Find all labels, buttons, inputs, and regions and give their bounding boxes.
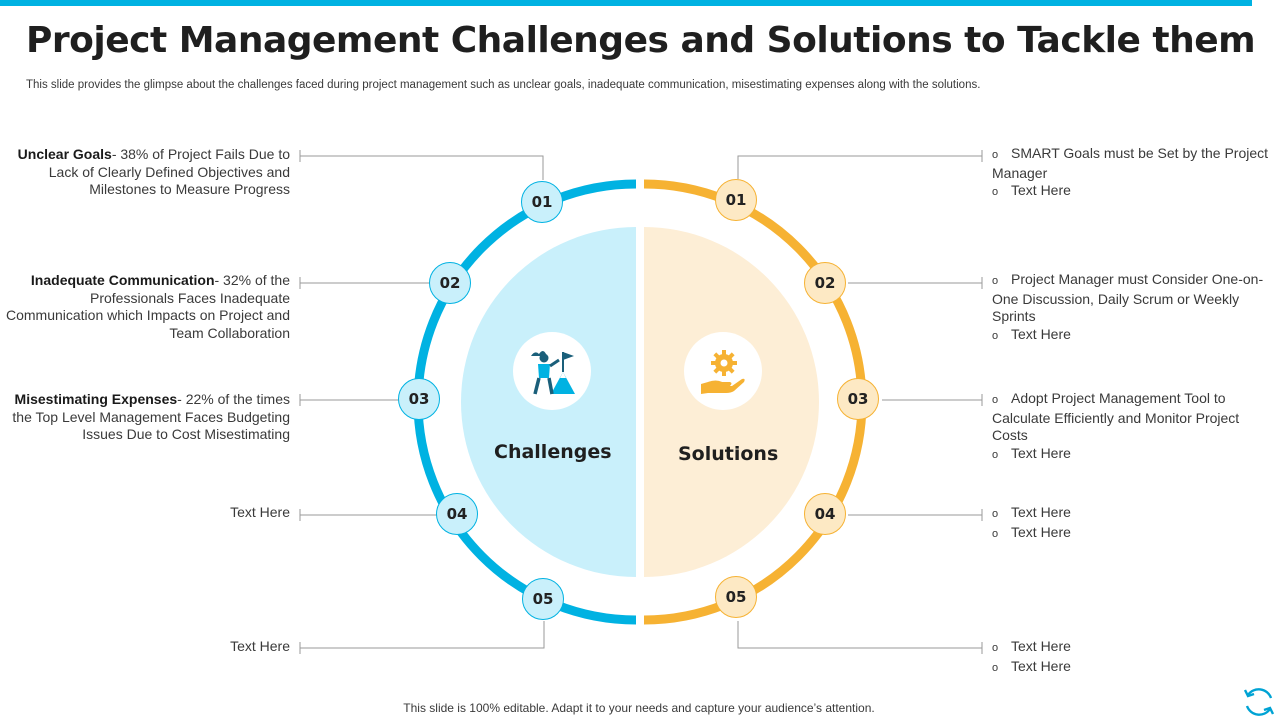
challenge-description: Inadequate Communication- 32% of the Pro… bbox=[0, 272, 290, 342]
challenge-text: Text Here bbox=[230, 638, 290, 654]
challenge-heading: Misestimating Expenses bbox=[14, 391, 178, 407]
challenge-text: Text Here bbox=[230, 504, 290, 520]
solution-number-badge: 04 bbox=[804, 493, 846, 535]
challenge-number-badge: 05 bbox=[522, 578, 564, 620]
challenge-description: Unclear Goals- 38% of Project Fails Due … bbox=[0, 146, 290, 199]
challenge-description: Text Here bbox=[0, 504, 290, 522]
challenge-description: Misestimating Expenses- 22% of the times… bbox=[0, 391, 290, 444]
solution-connectors bbox=[737, 150, 983, 654]
challenges-label: Challenges bbox=[494, 441, 612, 463]
challenge-description: Text Here bbox=[0, 638, 290, 656]
challenge-number-badge: 02 bbox=[429, 262, 471, 304]
solutions-icon-holder bbox=[684, 332, 762, 410]
challenge-connectors bbox=[299, 150, 545, 654]
person-flag-mountain-icon bbox=[531, 351, 575, 395]
solution-number-badge: 03 bbox=[837, 378, 879, 420]
challenge-number-badge: 03 bbox=[398, 378, 440, 420]
challenge-heading: Unclear Goals bbox=[17, 146, 112, 162]
solution-number-badge: 02 bbox=[804, 262, 846, 304]
challenge-text: - 22% of the times the Top Level Managem… bbox=[12, 391, 290, 443]
solutions-label: Solutions bbox=[678, 443, 779, 465]
challenge-number-badge: 01 bbox=[521, 181, 563, 223]
challenge-text: - 38% of Project Fails Due to Lack of Cl… bbox=[48, 146, 290, 198]
solution-number-badge: 01 bbox=[715, 179, 757, 221]
page-title: Project Management Challenges and Soluti… bbox=[26, 20, 1256, 61]
page-subtitle: This slide provides the glimpse about th… bbox=[26, 79, 981, 91]
top-accent-bar bbox=[0, 0, 1252, 6]
challenge-heading: Inadequate Communication bbox=[30, 272, 215, 288]
challenge-number-badge: 04 bbox=[436, 493, 478, 535]
gear-hand-icon bbox=[701, 350, 745, 394]
solution-number-badge: 05 bbox=[715, 576, 757, 618]
challenge-text: - 32% of the Professionals Faces Inadequ… bbox=[5, 272, 290, 341]
footer-note: This slide is 100% editable. Adapt it to… bbox=[403, 701, 875, 715]
challenges-icon-holder bbox=[513, 332, 591, 410]
refresh-icon[interactable] bbox=[1241, 684, 1277, 720]
